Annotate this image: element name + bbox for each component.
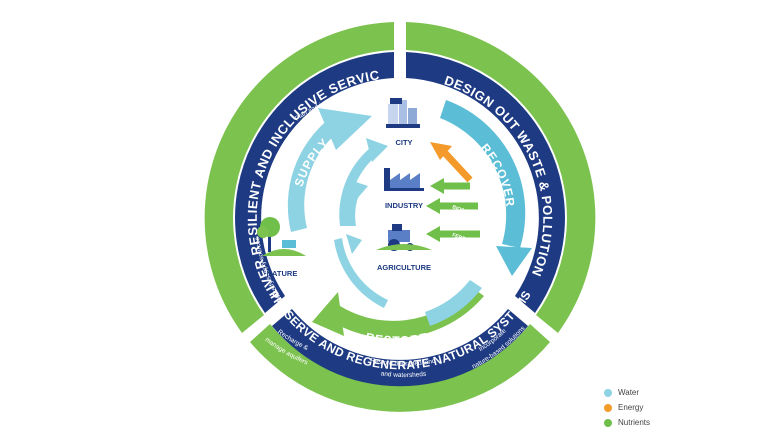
navy-band-left bbox=[235, 52, 394, 313]
restore-arrow bbox=[312, 280, 484, 339]
navy-band-bottom bbox=[272, 309, 528, 387]
legend-item-nutrients: Nutrients bbox=[604, 416, 650, 429]
legend-item-energy: Energy bbox=[604, 401, 650, 414]
svg-text:Restore degraded land: Restore degraded land bbox=[370, 357, 437, 368]
reuse-loop-arrows bbox=[334, 138, 388, 308]
note-restore-line2: and watersheds bbox=[380, 370, 427, 379]
restore-label: RESTORE bbox=[364, 330, 429, 348]
industry-icon bbox=[384, 168, 424, 191]
recover-arrow bbox=[440, 100, 532, 276]
ring-right-segment bbox=[406, 22, 596, 333]
nature-label: NATURE bbox=[267, 269, 298, 278]
energy-swatch-icon bbox=[604, 403, 612, 412]
navy-band-right bbox=[406, 52, 565, 313]
agriculture-label: AGRICULTURE bbox=[377, 263, 431, 272]
legend-label: Nutrients bbox=[618, 418, 651, 427]
water-swatch-icon bbox=[604, 388, 612, 397]
legend-label: Energy bbox=[618, 403, 644, 412]
tree-icon bbox=[257, 217, 306, 256]
supply-arrow bbox=[287, 108, 372, 232]
ring-left-segment bbox=[204, 22, 394, 333]
energy-arrow bbox=[430, 142, 473, 183]
svg-text:RESTORE: RESTORE bbox=[364, 330, 430, 348]
note-restore-line1: Restore degraded land bbox=[370, 357, 437, 368]
legend: Water Energy Nutrients bbox=[604, 386, 650, 431]
city-label: CITY bbox=[395, 138, 412, 147]
legend-item-water: Water bbox=[604, 386, 650, 399]
ring-bottom-segment bbox=[250, 324, 550, 412]
legend-label: Water bbox=[618, 388, 640, 397]
tractor-icon bbox=[376, 224, 432, 251]
svg-text:and watersheds: and watersheds bbox=[380, 370, 427, 379]
city-icon bbox=[386, 98, 420, 128]
nutrients-swatch-icon bbox=[604, 418, 612, 427]
nutrient-arrows bbox=[426, 178, 480, 242]
industry-label: INDUSTRY bbox=[385, 201, 423, 210]
